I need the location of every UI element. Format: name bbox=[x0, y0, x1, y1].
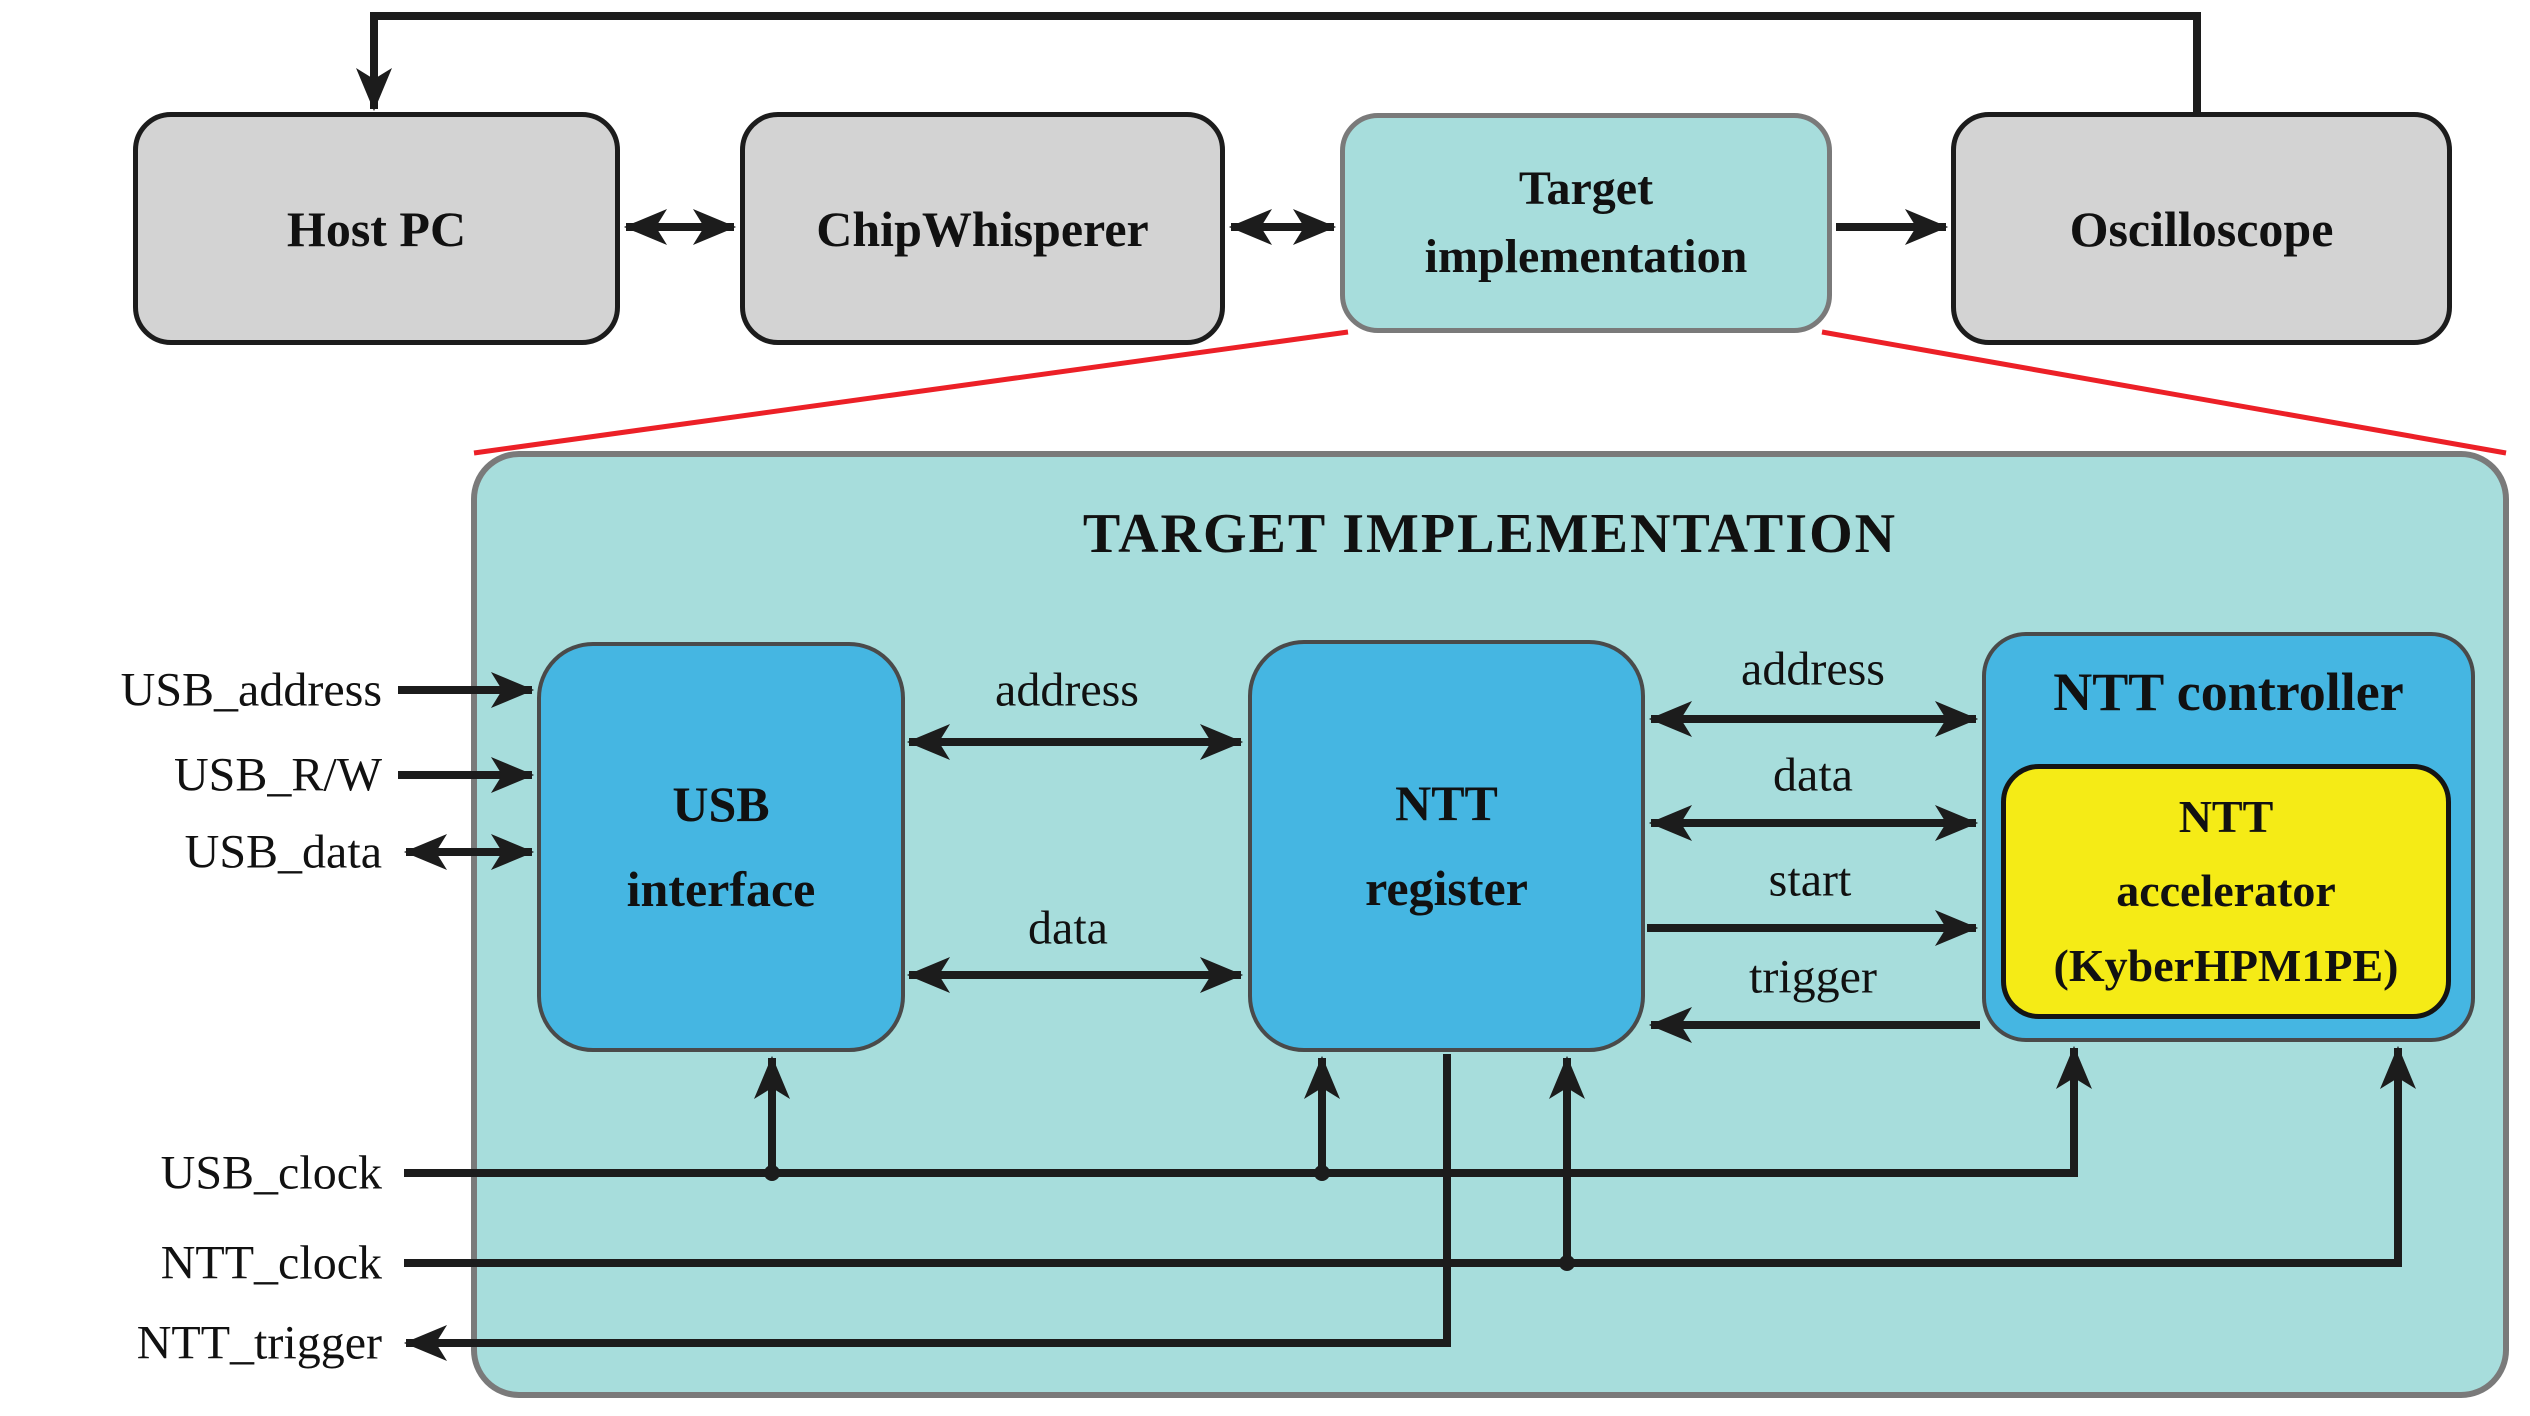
ntt-accelerator-label-line2: accelerator bbox=[2116, 865, 2336, 917]
register-controller-data-label: data bbox=[1773, 748, 1853, 802]
target-implementation-title: TARGET IMPLEMENTATION bbox=[1082, 503, 1898, 565]
usb-interface-box: USB interface bbox=[537, 642, 905, 1052]
target-implementation-label-line2: implementation bbox=[1424, 230, 1748, 283]
host-pc-box: Host PC bbox=[133, 112, 620, 345]
usb-address-signal-label: USB_address bbox=[120, 663, 382, 717]
ntt-register-label-line2: register bbox=[1365, 860, 1528, 916]
target-implementation-label-line1: Target bbox=[1518, 161, 1654, 215]
red-callout-lines bbox=[473, 329, 2507, 456]
usb-data-signal-label: USB_data bbox=[184, 825, 382, 879]
ntt-controller-label: NTT controller bbox=[2053, 662, 2404, 722]
ntt-accelerator-label-line1: NTT bbox=[2178, 790, 2274, 842]
register-controller-address-label: address bbox=[1741, 642, 1885, 696]
oscilloscope-box: Oscilloscope bbox=[1951, 112, 2452, 345]
ntt-register-box: NTT register bbox=[1248, 640, 1645, 1052]
trigger-label: trigger bbox=[1749, 950, 1877, 1004]
target-implementation-box: Target implementation bbox=[1340, 113, 1832, 333]
host-pc-label: Host PC bbox=[286, 200, 467, 257]
ntt-trigger-signal-label: NTT_trigger bbox=[136, 1316, 382, 1370]
usb-interface-label-line2: interface bbox=[626, 861, 816, 917]
oscilloscope-label: Oscilloscope bbox=[2069, 200, 2334, 257]
usb-clock-signal-label: USB_clock bbox=[160, 1146, 382, 1200]
chipwhisperer-label: ChipWhisperer bbox=[816, 200, 1149, 257]
usb-rw-signal-label: USB_R/W bbox=[173, 748, 382, 802]
ntt-register-label-line1: NTT bbox=[1395, 775, 1498, 831]
start-label: start bbox=[1768, 853, 1852, 907]
usb-interface-label-line1: USB bbox=[672, 776, 770, 832]
ntt-accelerator-box: NTT accelerator (KyberHPM1PE) bbox=[2001, 764, 2451, 1019]
oscilloscope-to-hostpc-wire bbox=[356, 12, 2201, 114]
ntt-clock-signal-label: NTT_clock bbox=[160, 1236, 382, 1290]
usb-register-data-label: data bbox=[1028, 901, 1108, 955]
ntt-accelerator-label-line3: (KyberHPM1PE) bbox=[2053, 939, 2399, 991]
usb-register-address-label: address bbox=[995, 663, 1139, 717]
chipwhisperer-box: ChipWhisperer bbox=[740, 112, 1225, 345]
